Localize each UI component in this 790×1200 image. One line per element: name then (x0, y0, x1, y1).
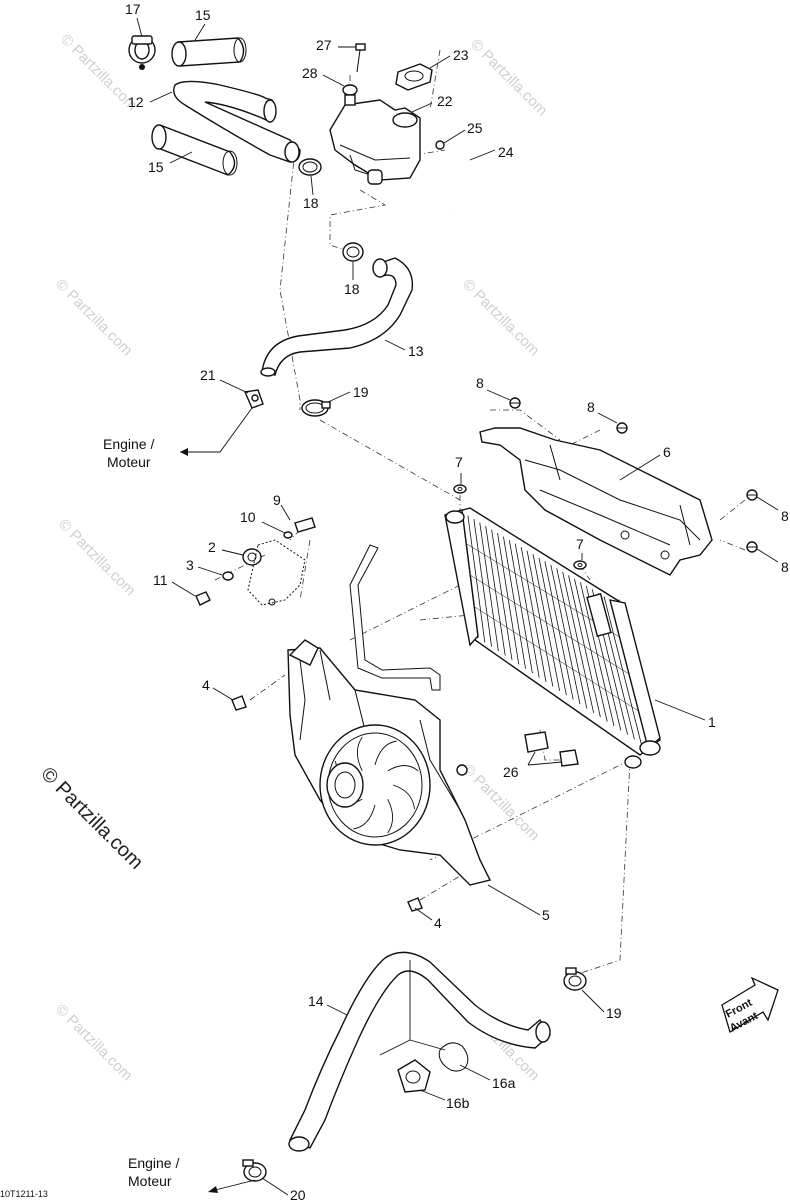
part-7-washer-1 (453, 484, 467, 494)
callout-3: 3 (186, 557, 194, 573)
callout-27: 27 (316, 37, 332, 53)
callout-15: 15 (195, 7, 211, 23)
callout-11: 11 (153, 572, 168, 588)
document-id: 10T1211-13 (0, 1189, 48, 1199)
engine-label-top: Engine / Moteur (103, 436, 154, 470)
callout-2: 2 (208, 539, 216, 555)
callout-6: 6 (663, 444, 671, 460)
engine-label-line1: Engine / (103, 436, 154, 452)
callout-16b: 16b (446, 1095, 470, 1111)
callout-8: 8 (476, 375, 484, 391)
part-3-spacer (222, 571, 234, 581)
part-24-overflow-tube (444, 146, 472, 211)
part-26-mount-2 (559, 749, 579, 767)
callout-7: 7 (455, 454, 463, 470)
part-16b-clamp (397, 1059, 431, 1093)
part-7-washer-2 (573, 560, 587, 570)
part-23-cap (395, 63, 433, 91)
callout-23: 23 (453, 47, 469, 63)
watermark: © Partzilla.com (467, 36, 550, 119)
part-12-hose (173, 80, 301, 163)
callout-24: 24 (498, 144, 514, 160)
part-22-reservoir (329, 94, 421, 185)
callout-15: 15 (148, 159, 164, 175)
watermark: © Partzilla.com (459, 761, 542, 844)
part-15-hose-lower (151, 124, 238, 176)
part-13-hose (260, 257, 414, 377)
fan-bracket (247, 539, 306, 606)
part-8-bolt-1 (509, 397, 521, 409)
callout-22: 22 (437, 93, 453, 109)
watermark: © Partzilla.com (52, 276, 135, 359)
engine-arrow-top (180, 407, 253, 456)
part-8-bolt-2 (616, 422, 628, 434)
callout-12: 12 (128, 94, 144, 110)
front-arrow: Front Avant (721, 976, 779, 1035)
part-1-radiator (444, 507, 661, 769)
callout-28: 28 (302, 65, 318, 81)
callout-8: 8 (587, 399, 595, 415)
watermark: © Partzilla.com (55, 516, 138, 599)
part-5-fan-assembly (287, 544, 492, 886)
engine-label-line2: Moteur (107, 454, 151, 470)
callout-1: 1 (708, 714, 716, 730)
engine-label-line1: Engine / (128, 1155, 179, 1171)
callout-16a: 16a (492, 1075, 516, 1091)
callout-14: 14 (308, 993, 324, 1009)
part-10-washer (283, 531, 293, 539)
part-14-lower-hose (288, 951, 551, 1152)
engine-label-line2: Moteur (128, 1173, 172, 1189)
part-4-bolt-upper (231, 695, 247, 711)
part-18-clamp-upper (298, 158, 322, 176)
watermark-large: © Partzilla.com (36, 763, 147, 874)
engine-arrow-bottom (208, 1179, 256, 1193)
part-11-nut (195, 591, 211, 606)
part-6-bracket (479, 427, 713, 576)
callout-13: 13 (408, 343, 424, 359)
callout-21: 21 (200, 367, 216, 383)
part-18-clamp-lower (342, 242, 364, 262)
part-2-grommet (242, 548, 262, 566)
part-8-bolt-4 (746, 541, 758, 553)
callout-4: 4 (434, 915, 442, 931)
callout-25: 25 (467, 120, 483, 136)
callout-8: 8 (781, 559, 789, 575)
callout-26: 26 (503, 764, 519, 780)
engine-label-bottom: Engine / Moteur (128, 1155, 179, 1189)
leader-lines (136, 17, 779, 1196)
part-15-hose-top (171, 37, 247, 67)
callout-17: 17 (125, 1, 141, 17)
part-9-bolt (294, 517, 316, 533)
callout-7: 7 (576, 536, 584, 552)
callout-8: 8 (781, 508, 789, 524)
part-19-clamp-lower (563, 967, 587, 991)
part-19-clamp-upper (301, 399, 331, 417)
callout-4: 4 (202, 677, 210, 693)
callout-5: 5 (542, 907, 550, 923)
part-21-fitting (243, 389, 264, 409)
callout-19: 19 (353, 384, 369, 400)
callout-19: 19 (606, 1005, 622, 1021)
callout-18: 18 (303, 195, 319, 211)
part-17-clamp (128, 35, 156, 70)
part-25-fitting (435, 140, 445, 150)
callout-20: 20 (290, 1187, 306, 1200)
watermark: © Partzilla.com (52, 1001, 135, 1084)
watermark: © Partzilla.com (459, 276, 542, 359)
part-20-clamp (242, 1159, 267, 1182)
callout-18: 18 (344, 281, 360, 297)
callout-numbers: 17 15 12 15 18 27 28 23 22 25 24 18 13 2… (125, 1, 789, 1200)
part-4-bolt-lower (407, 897, 423, 912)
part-26-mount-1 (524, 731, 549, 753)
part-8-bolt-3 (746, 489, 758, 501)
callout-10: 10 (240, 509, 256, 525)
callout-9: 9 (273, 492, 281, 508)
radiator-core (461, 511, 649, 749)
part-28-grommet (342, 84, 358, 96)
part-27-bolt (355, 43, 366, 73)
